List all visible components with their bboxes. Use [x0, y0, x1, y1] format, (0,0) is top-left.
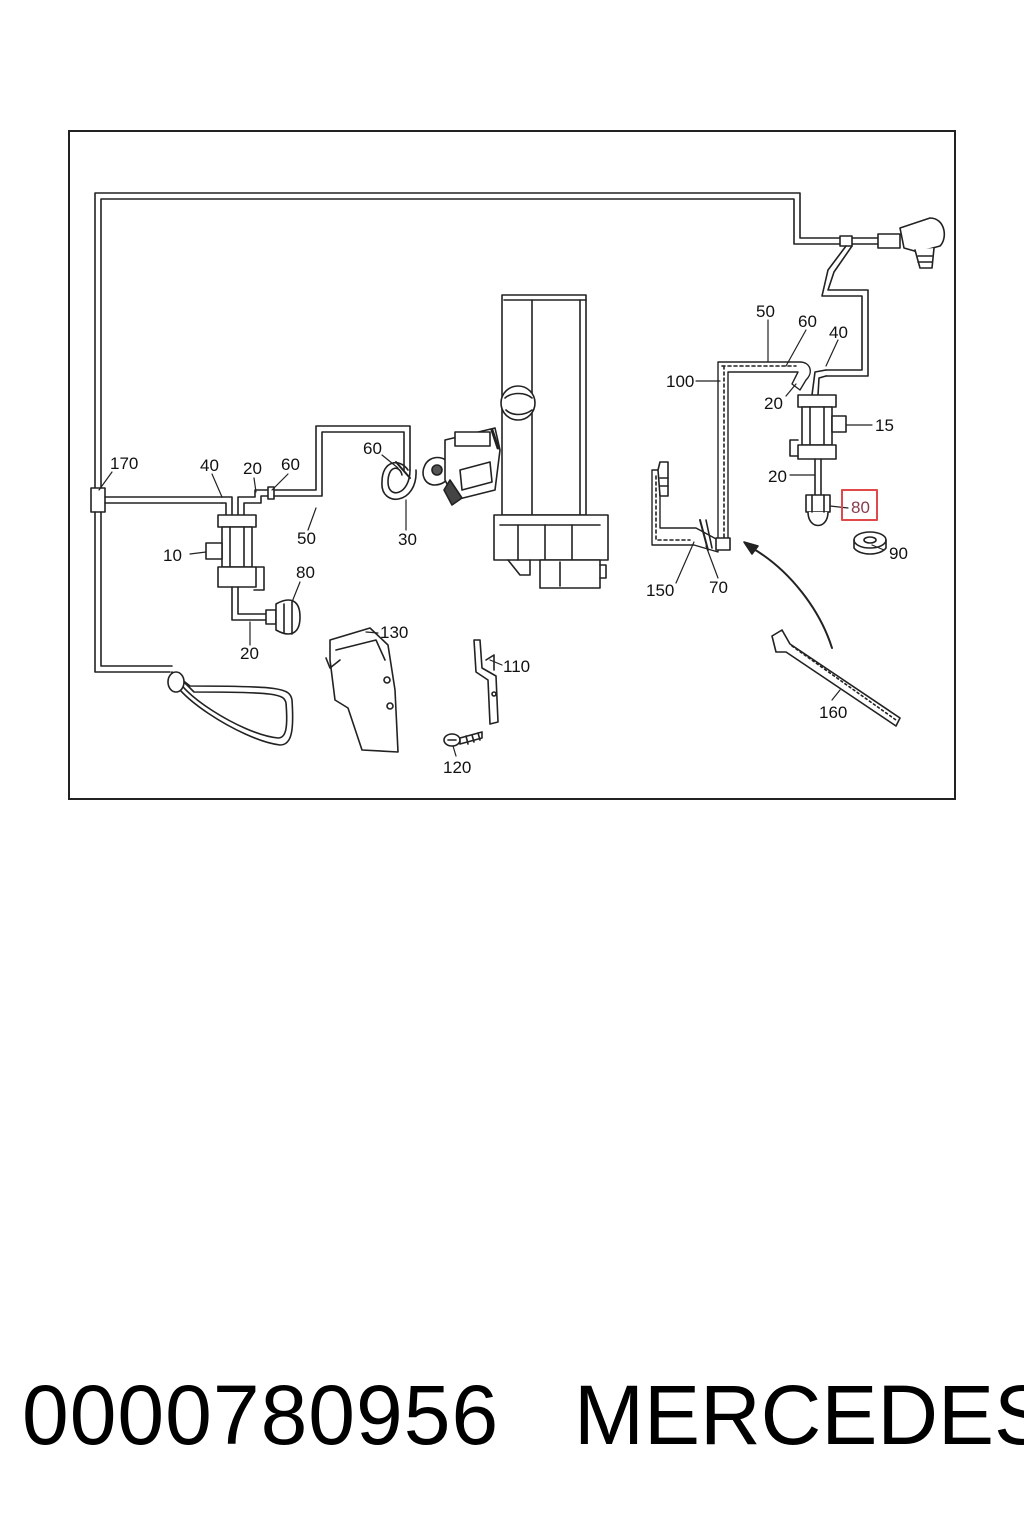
callout-80-left: 80 — [296, 563, 315, 582]
diagram-frame — [68, 130, 956, 800]
hose-loop-bottom-left — [167, 671, 294, 746]
callout-110: 110 — [503, 657, 530, 676]
callout-20-left-bottom: 20 — [240, 644, 259, 663]
callout-30: 30 — [398, 530, 417, 549]
callout-130: 130 — [380, 623, 408, 642]
hose-right — [821, 217, 946, 377]
bracket-small — [473, 639, 499, 725]
callout-60-right: 60 — [798, 312, 817, 331]
callout-170: 170 — [110, 454, 138, 473]
callout-100: 100 — [666, 372, 694, 391]
pump-left — [205, 425, 411, 635]
callout-60-center: 60 — [363, 439, 382, 458]
callout-90: 90 — [889, 544, 908, 563]
callout-50-left: 50 — [297, 529, 316, 548]
callout-10: 10 — [163, 546, 182, 565]
callout-150: 150 — [646, 581, 674, 600]
callout-20-right-top: 20 — [764, 394, 783, 413]
callout-120: 120 — [443, 758, 471, 777]
brand-name: MERCEDES — [574, 1368, 1024, 1462]
leader-lines — [98, 319, 885, 757]
part-number: 0000780956 — [22, 1368, 500, 1462]
callout-50-right: 50 — [756, 302, 775, 321]
callout-160: 160 — [819, 703, 847, 722]
hose-main-loop — [90, 192, 841, 673]
bracket-hatched — [651, 361, 811, 553]
callout-20-right: 20 — [768, 467, 787, 486]
callout-20-left-top: 20 — [243, 459, 262, 478]
callout-80-right-highlighted: 80 — [851, 498, 870, 517]
callout-labels: 170 40 20 60 10 50 60 30 80 20 130 110 1… — [110, 302, 908, 777]
callout-60-left: 60 — [281, 455, 300, 474]
direction-arrow — [743, 541, 833, 649]
callout-70: 70 — [709, 578, 728, 597]
callout-40-right: 40 — [829, 323, 848, 342]
cover-part — [325, 627, 399, 753]
hose-u-bend — [381, 461, 417, 500]
reservoir-assembly — [422, 294, 609, 589]
highlight-box — [841, 489, 878, 521]
callout-15: 15 — [875, 416, 894, 435]
pump-right — [789, 369, 887, 555]
cable-tie — [771, 629, 901, 727]
screw — [443, 731, 483, 747]
parts-diagram: 170 40 20 60 10 50 60 30 80 20 130 110 1… — [90, 192, 946, 777]
callout-40-left: 40 — [200, 456, 219, 475]
